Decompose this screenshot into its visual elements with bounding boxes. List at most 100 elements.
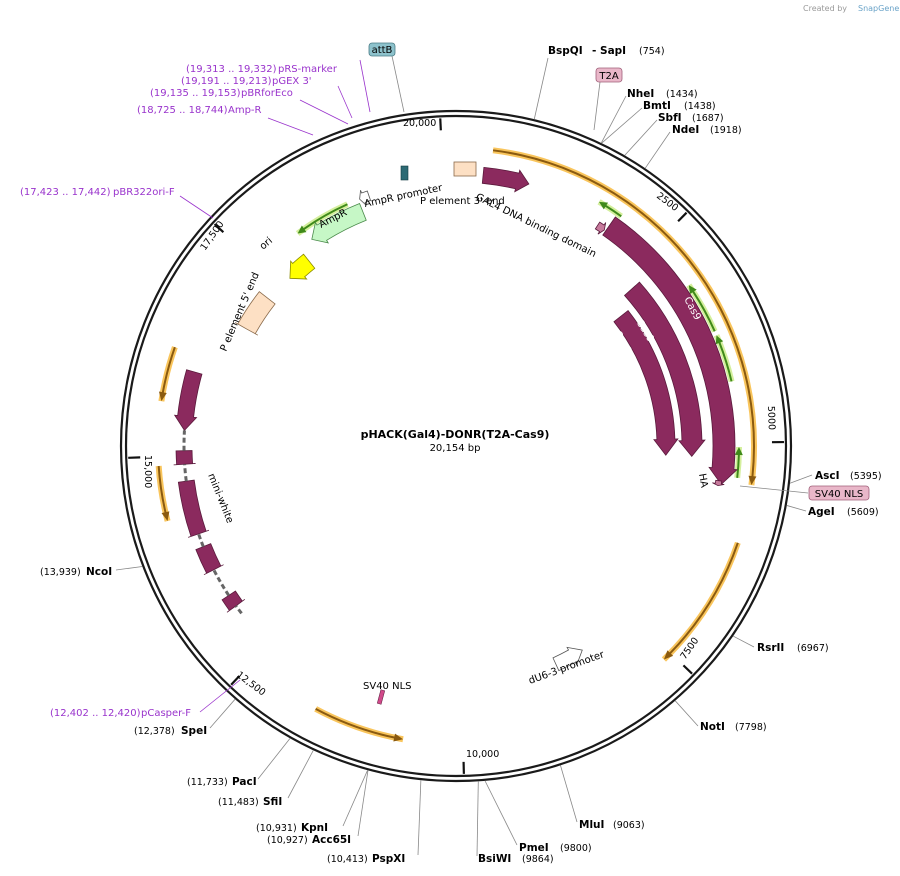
- leader-attb: [391, 55, 405, 113]
- t2a-label: T2A: [598, 71, 618, 82]
- p-element-5-arrow: [234, 291, 276, 336]
- enzyme-name-rsrii: RsrII: [757, 642, 784, 654]
- primer-name-pcasper: pCasper-F: [141, 708, 191, 719]
- enzyme-pos-spei: (12,378): [134, 726, 175, 737]
- t2a-box: [595, 67, 623, 83]
- credit-text: Created by: [803, 4, 847, 13]
- gal4-arrow: [481, 166, 530, 193]
- ruler-label-5000: 5000: [765, 406, 777, 431]
- du6-promoter-arrow: [552, 646, 583, 672]
- ha-marker: [712, 479, 725, 487]
- enzyme-pos-nhei: (1434): [666, 89, 698, 100]
- mini-white-intron-3: [197, 533, 205, 548]
- ruler-tick: [230, 675, 241, 686]
- cas9-arrow-outer: [602, 216, 738, 486]
- plasmid-name: pHACK(Gal4)-DONR(T2A-Cas9): [361, 428, 550, 441]
- label-p-element-3: P element 3' end: [420, 196, 505, 207]
- attb-marker: [400, 165, 409, 181]
- ruler-tick: [682, 664, 693, 675]
- primer-arc-1: [599, 201, 622, 218]
- mini-white-exon-4: [173, 450, 196, 466]
- mini-white-intron-4: [183, 464, 188, 482]
- cas9-arrow-inner: [613, 310, 679, 456]
- leader-acc65i: [357, 770, 369, 837]
- attb-box: [368, 42, 396, 57]
- enzyme-pos-sbfi: (1687): [692, 113, 724, 124]
- ruler-label-10000: 10,000: [466, 749, 499, 760]
- enzyme-name-sfii: SfiI: [263, 796, 282, 808]
- enzyme-leaders: [115, 57, 813, 857]
- leader-prs-marker: [359, 59, 371, 113]
- backbone-outer-circle: [119, 109, 793, 783]
- sv40-nls-box: [808, 485, 870, 501]
- enzyme-pos-paci: (11,733): [187, 777, 228, 788]
- ruler: [128, 118, 784, 774]
- enzyme-pos-ncoi: (13,939): [40, 567, 81, 578]
- enzyme-pos-agei: (5609): [847, 507, 879, 518]
- primer-arc-4: [715, 335, 733, 382]
- primer-arc-ampr: [297, 203, 348, 234]
- enzyme-name-paci: PacI: [232, 776, 257, 788]
- leader-ncoi: [115, 566, 143, 571]
- enzyme-name-sapi: - SapI: [592, 45, 626, 57]
- enzyme-name-kpni: KpnI: [301, 822, 328, 834]
- leader-asci: [789, 474, 813, 484]
- t2a-marker: [594, 221, 607, 235]
- ruler-label-20000: 20,000: [403, 118, 436, 129]
- primer-arc-3: [734, 447, 743, 478]
- enzyme-pos-bsiwi: (9864): [522, 854, 554, 865]
- primer-name-pgex3: pGEX 3': [272, 76, 312, 87]
- primer-range-pgex3: (19,191 .. 19,213): [181, 76, 272, 87]
- leader-bmti: [601, 107, 643, 144]
- ori-arrow: [289, 253, 316, 280]
- primer-name-pbrforeco: pBRforEco: [241, 88, 293, 99]
- enzyme-name-pspxi: PspXI: [372, 853, 405, 865]
- leader-pspxi: [417, 780, 422, 856]
- primer-arc-2: [688, 285, 716, 332]
- leader-rsrii: [732, 635, 755, 648]
- sv40-nls-box-label: SV40 NLS: [815, 489, 864, 500]
- leader-pcasper: [199, 679, 241, 713]
- enzyme-pos-acc65i: (10,927): [267, 835, 308, 846]
- leader-pbrforeco: [299, 99, 349, 125]
- primer-range-pbrforeco: (19,135 .. 19,153): [150, 88, 241, 99]
- attb-label: attB: [372, 45, 393, 56]
- primer-name-ampr: Amp-R: [228, 105, 262, 116]
- orf-arc-left-upper: [158, 346, 176, 402]
- leader-pbr322ori: [179, 195, 214, 219]
- mini-white-exon-5: [173, 369, 203, 432]
- primer-range-ampr: (18,725 .. 18,744): [137, 105, 228, 116]
- leader-pgex3: [337, 85, 353, 119]
- label-mini-white: mini-white: [205, 472, 235, 525]
- mini-white-exon-1: [221, 590, 246, 613]
- leader-paci: [257, 737, 291, 780]
- enzyme-pos-kpni: (10,931): [256, 823, 297, 834]
- enzyme-name-spei: SpeI: [181, 725, 207, 737]
- enzyme-name-acc65i: Acc65I: [312, 834, 351, 846]
- enzyme-name-bsiwi: BsiWI: [478, 853, 511, 865]
- enzyme-pos-noti: (7798): [735, 722, 767, 733]
- enzyme-name-noti: NotI: [700, 721, 725, 733]
- leader-sbfi: [624, 119, 658, 156]
- primer-name-prs-marker: pRS-marker: [278, 64, 338, 75]
- ruler-tick: [439, 118, 442, 131]
- ruler-label-15000: 15,000: [142, 455, 153, 488]
- ruler-tick: [677, 211, 688, 222]
- label-ha: HA: [696, 473, 709, 489]
- enzyme-pos-pspxi: (10,413): [327, 854, 368, 865]
- enzyme-pos-sapi: (754): [639, 46, 665, 57]
- enzyme-pos-ndei: (1918): [710, 125, 742, 136]
- enzyme-pos-bmti: (1438): [684, 101, 716, 112]
- leader-spei: [209, 698, 236, 729]
- orf-arc-bottom-halo: [314, 706, 404, 743]
- ampr-promoter-arrow: [359, 190, 372, 206]
- leader-kpni: [342, 770, 368, 827]
- enzyme-name-bspqi: BspQI: [548, 45, 583, 57]
- cas9-arrow-mid: [623, 281, 706, 458]
- ampr-arrow: [311, 202, 367, 244]
- primer-range-pbr322ori: (17,423 .. 17,442): [20, 187, 111, 198]
- mini-white-intron-2: [212, 569, 230, 597]
- backbone-inner-circle: [124, 114, 788, 778]
- enzyme-pos-asci: (5395): [850, 471, 882, 482]
